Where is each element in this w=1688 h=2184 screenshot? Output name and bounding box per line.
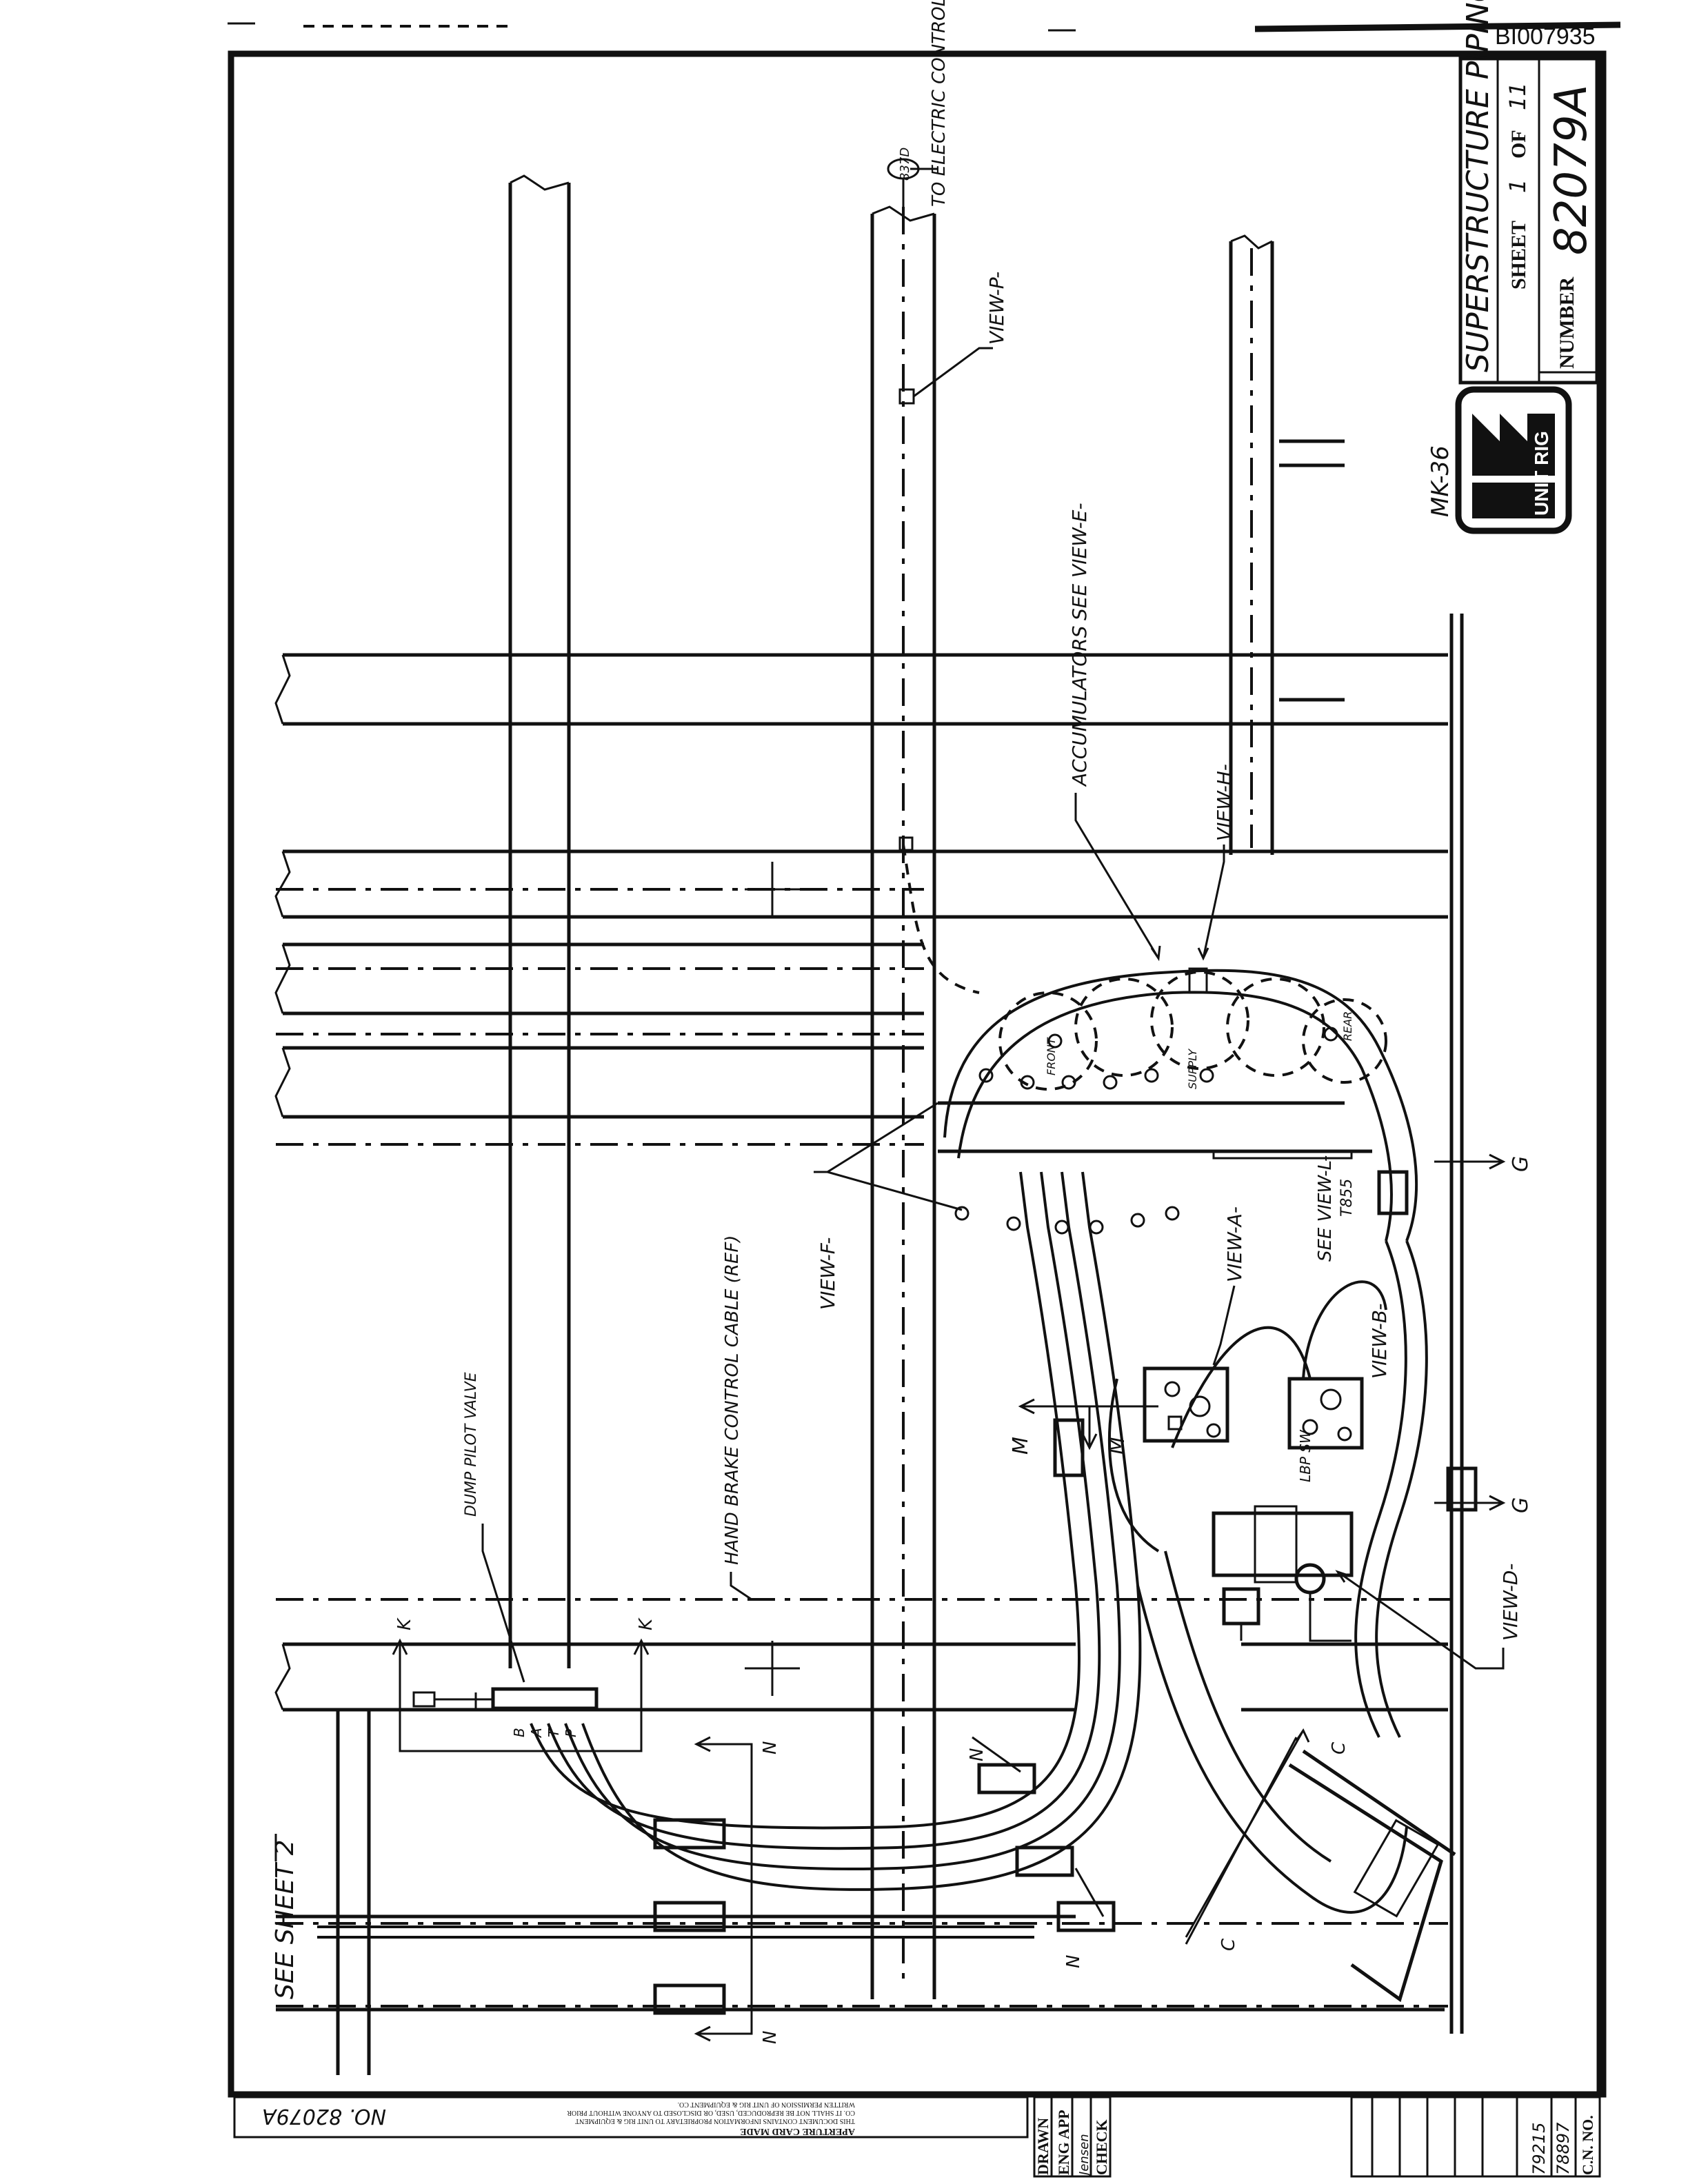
hose-routing [317,844,1428,1939]
number-label: NUMBER [1556,276,1578,369]
section-mark: K [636,1617,656,1630]
electric-box-label: TO ELECTRIC CONTROL BOX (AIR SUPPLY) [929,0,950,207]
bubble-837d: 837D [898,148,912,181]
center-manifold [1212,1505,1354,1642]
view-l-ref: T855 [1338,1179,1356,1217]
rear-label: REAR [1341,1011,1354,1041]
aperture-line-2: THIS DOCUMENT CONTAINS INFORMATION PROPR… [575,2117,855,2125]
section-mark: N [967,1748,987,1761]
see-view-e-label: SEE VIEW-E- [1068,503,1091,620]
approver-name: Jensen [1077,2134,1092,2177]
port-letter: P [563,1728,579,1737]
view-a-label: VIEW-A- [1223,1206,1246,1282]
title-block: SUPERSTRUCTURE PIPING SHEET 1 OF 11 NUMB… [1427,0,1599,534]
section-mark: N [1063,1955,1084,1968]
section-mark: M [1009,1437,1033,1455]
cn-no-label: C.N. NO. [1579,2115,1596,2175]
aperture-line-3: CO. IT SHALL NOT BE REPRODUCED, USED, OR… [567,2109,855,2116]
aperture-line-1: APERTURE CARD MADE [740,2126,855,2136]
ref-number-1: 79215 [1529,2123,1549,2175]
view-f-label: VIEW-F- [816,1237,839,1310]
model-label: MK-36 [1427,445,1454,517]
aperture-line-4: WRITTEN PERMISSION OF UNIT RIG & EQUIPME… [678,2101,855,2108]
drawn-label: DRAWN [1034,2118,1052,2175]
ref-number-2: 78897 [1554,2122,1573,2175]
valve-a [1143,1366,1229,1443]
hand-brake-label: HAND BRAKE CONTROL CABLE (REF) [722,1235,743,1565]
sheet-total: 11 [1505,82,1531,110]
drawing-number: 82079A [1546,85,1597,255]
section-mark: M [1105,1437,1129,1455]
section-mark: G [1509,1156,1533,1172]
labels: SEE SHEET 2 837D TO ELECTRIC CONTROL BOX… [271,0,1533,2044]
see-sheet-2-label: SEE SHEET 2 [271,1839,299,1999]
dump-valve-label: DUMP PILOT VALVE [463,1372,480,1517]
unit-rig-logo: UNIT RIG [1455,386,1572,534]
eng-app-label: ENG APP [1055,2110,1072,2175]
dump-pilot-valve [412,1687,599,1710]
section-mark-letters: G G M M K K N N N N C C [394,1156,1533,2044]
bottom-strip: APERTURE CARD MADE THIS DOCUMENT CONTAIN… [233,2094,1601,2178]
top-edge-marks [228,21,1621,32]
aperture-drawing-no: NO. 82079A [262,2104,386,2128]
sheet-number: 1 [1505,179,1531,193]
supply-label: SUPPLY [1186,1048,1199,1089]
drawing-title: SUPERSTRUCTURE PIPING [1460,0,1496,372]
section-mark: N [760,1741,781,1755]
check-label: CHECK [1093,2119,1110,2175]
lower-bracket [1185,1737,1456,2003]
drawing-border [228,50,1607,2098]
section-mark: G [1509,1497,1533,1513]
valve-port-letters: B A T P [511,1728,579,1739]
port-letter: B [511,1728,528,1737]
section-mark: C [1329,1741,1349,1755]
port-letter: T [545,1728,562,1737]
view-d-label: VIEW-D- [1499,1564,1522,1641]
section-mark: N [760,2031,781,2044]
port-letter: A [528,1728,545,1739]
sheet-label: SHEET [1507,221,1530,290]
view-p-label: VIEW-P- [985,272,1008,345]
front-label: FRONT [1045,1037,1058,1075]
section-arrows [392,1153,1506,2042]
section-mark: C [1218,1938,1239,1951]
hose-clamps [653,1170,1478,2015]
logo-text: UNIT RIG [1531,431,1552,516]
structure-frame [274,174,1464,2075]
fittings [898,388,1338,1235]
valve-b [1287,1377,1364,1450]
accumulators-label: ACCUMULATORS [1068,626,1091,788]
view-h-label: VIEW-H- [1213,764,1236,841]
of-label: OF [1507,130,1530,159]
document-id: BI007935 [1495,23,1596,50]
lbp-sw-label: LBP SW [1297,1429,1314,1482]
see-view-l-label: SEE VIEW-L- [1315,1155,1336,1262]
section-mark: K [394,1617,415,1630]
view-b-label: VIEW-B- [1368,1303,1391,1379]
